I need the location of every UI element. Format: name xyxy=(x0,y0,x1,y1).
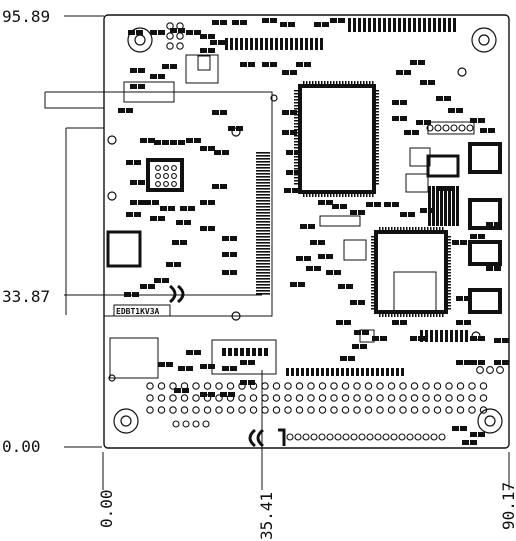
mounting-holes xyxy=(107,27,503,434)
dim-label-top: 95.89 xyxy=(2,7,50,26)
dim-label-x-right: 90.17 xyxy=(499,482,516,530)
cpu-ic xyxy=(298,84,376,194)
dim-label-bottom: 0.00 xyxy=(2,437,41,456)
module-outlines xyxy=(44,54,437,379)
via-rows xyxy=(146,22,504,441)
silk-label: EDBT1KV3A xyxy=(116,307,160,316)
polarity-marks xyxy=(169,284,286,448)
board-outline xyxy=(103,14,510,449)
dim-label-x-mid: 35.41 xyxy=(257,492,276,540)
smd-pads xyxy=(118,18,509,445)
fpga-ic xyxy=(374,230,448,314)
dim-label-x-left: 0.00 xyxy=(97,489,116,528)
ic-packages xyxy=(106,84,502,314)
dim-label-mid: 33.87 xyxy=(2,287,50,306)
